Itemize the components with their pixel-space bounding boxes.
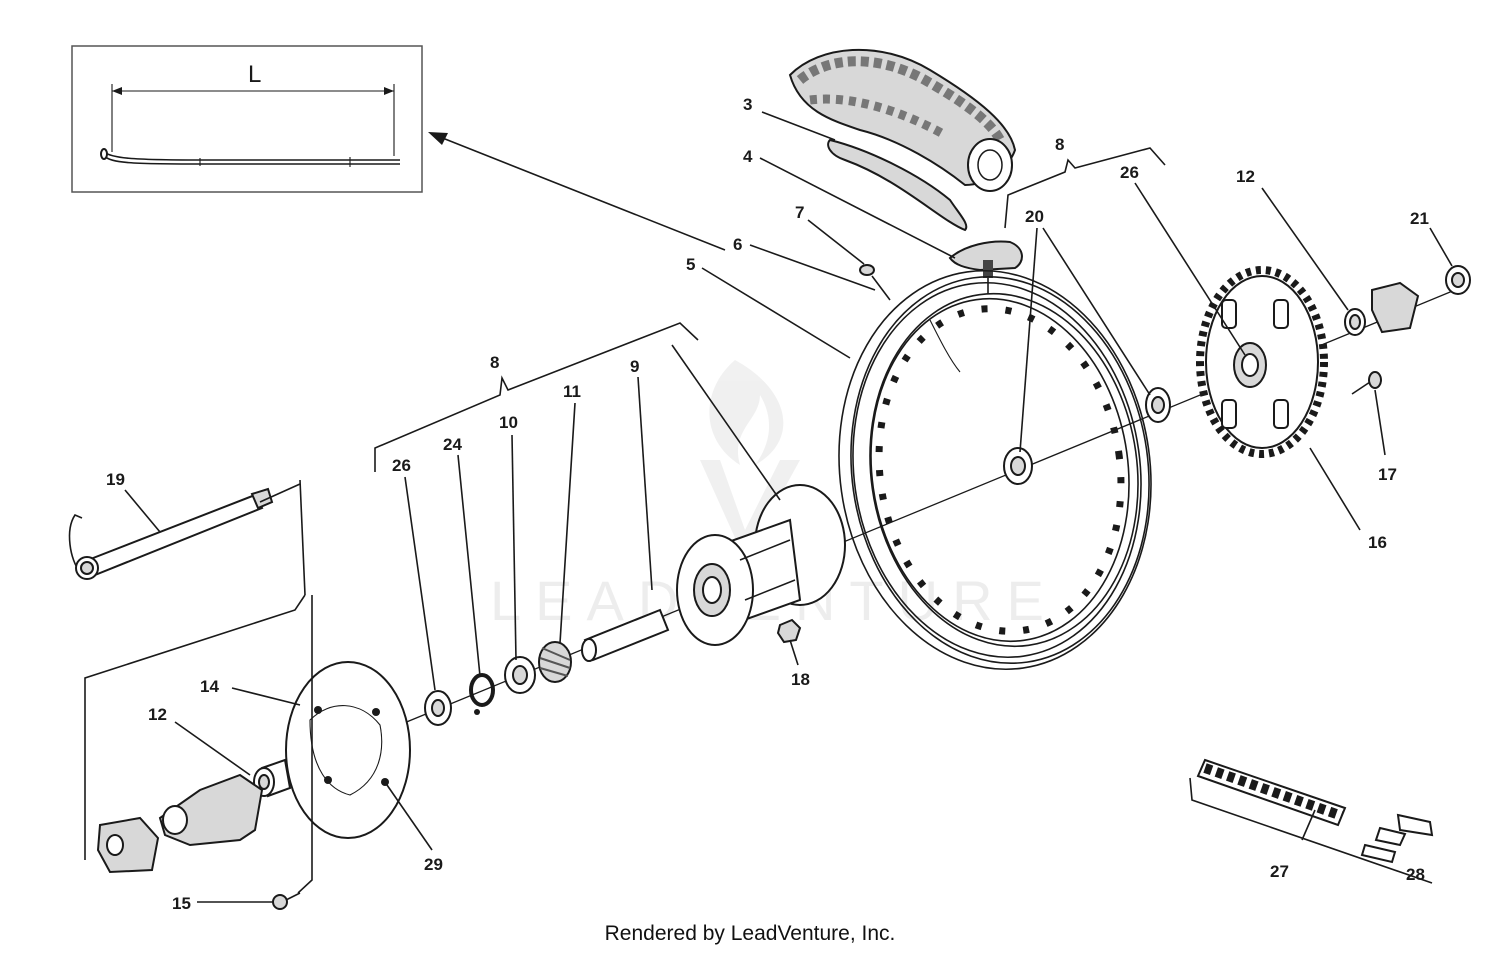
callout-12-left: 12: [148, 705, 167, 724]
callout-7: 7: [795, 203, 804, 222]
callout-9: 9: [630, 357, 639, 376]
callout-15: 15: [172, 894, 191, 913]
callout-26-top: 26: [1120, 163, 1139, 182]
sprocket: [1196, 266, 1328, 458]
dimension-label-l: L: [248, 61, 261, 88]
callout-27: 27: [1270, 862, 1289, 881]
spoke-pointer-arrow: [428, 132, 726, 251]
drive-chain: [1196, 758, 1347, 827]
center-bearing: [1003, 387, 1171, 485]
callout-14: 14: [200, 677, 219, 696]
hub: [676, 484, 846, 646]
callout-12-top: 12: [1236, 167, 1255, 186]
tire-section: [788, 48, 1017, 232]
render-credit: Rendered by LeadVenture, Inc.: [604, 922, 896, 945]
caliper-bracket: [158, 773, 264, 847]
spoke-inset: L: [71, 45, 423, 193]
axle-nut: [1445, 265, 1471, 295]
master-link: [1360, 813, 1434, 864]
outer-bearing: [424, 690, 452, 726]
callout-21: 21: [1410, 209, 1429, 228]
callout-19: 19: [106, 470, 125, 489]
group-brackets: [84, 147, 1433, 894]
callout-6: 6: [733, 235, 742, 254]
callout-11: 11: [563, 382, 581, 401]
callout-3: 3: [743, 95, 752, 114]
left-bearing: [504, 656, 536, 694]
callout-20: 20: [1025, 207, 1044, 226]
rim-lock: [948, 240, 1023, 294]
callout-5: 5: [686, 255, 695, 274]
dust-seal: [538, 641, 572, 683]
right-chain-adjuster: [1371, 281, 1420, 334]
rim: [838, 269, 1152, 671]
right-collar: [1344, 308, 1366, 336]
callout-4: 4: [743, 147, 753, 166]
callout-10: 10: [499, 413, 518, 432]
brake-disc: [285, 661, 411, 839]
circlip: [469, 673, 495, 715]
callout-labels: 3 4 6 5 7 8 26 20 12 21 17 16 8 9 11 10 …: [106, 95, 1429, 913]
callout-18: 18: [791, 670, 810, 689]
spoke-nipple: [859, 264, 891, 301]
bracket-bolt: [272, 892, 301, 910]
inset-frame: [71, 45, 423, 193]
callout-17: 17: [1378, 465, 1397, 484]
callout-29: 29: [424, 855, 443, 874]
sprocket-bolt: [1351, 371, 1382, 395]
callout-26-left: 26: [392, 456, 411, 475]
hub-nut: [776, 618, 802, 644]
spacer-tube: [581, 608, 670, 662]
axle: [68, 487, 274, 580]
callout-8-left: 8: [490, 353, 499, 372]
leader-lines: [124, 111, 1453, 903]
callout-8-top: 8: [1055, 135, 1064, 154]
callout-28: 28: [1406, 865, 1425, 884]
callout-16: 16: [1368, 533, 1387, 552]
callout-24: 24: [443, 435, 462, 454]
left-chain-adjuster: [96, 816, 160, 874]
